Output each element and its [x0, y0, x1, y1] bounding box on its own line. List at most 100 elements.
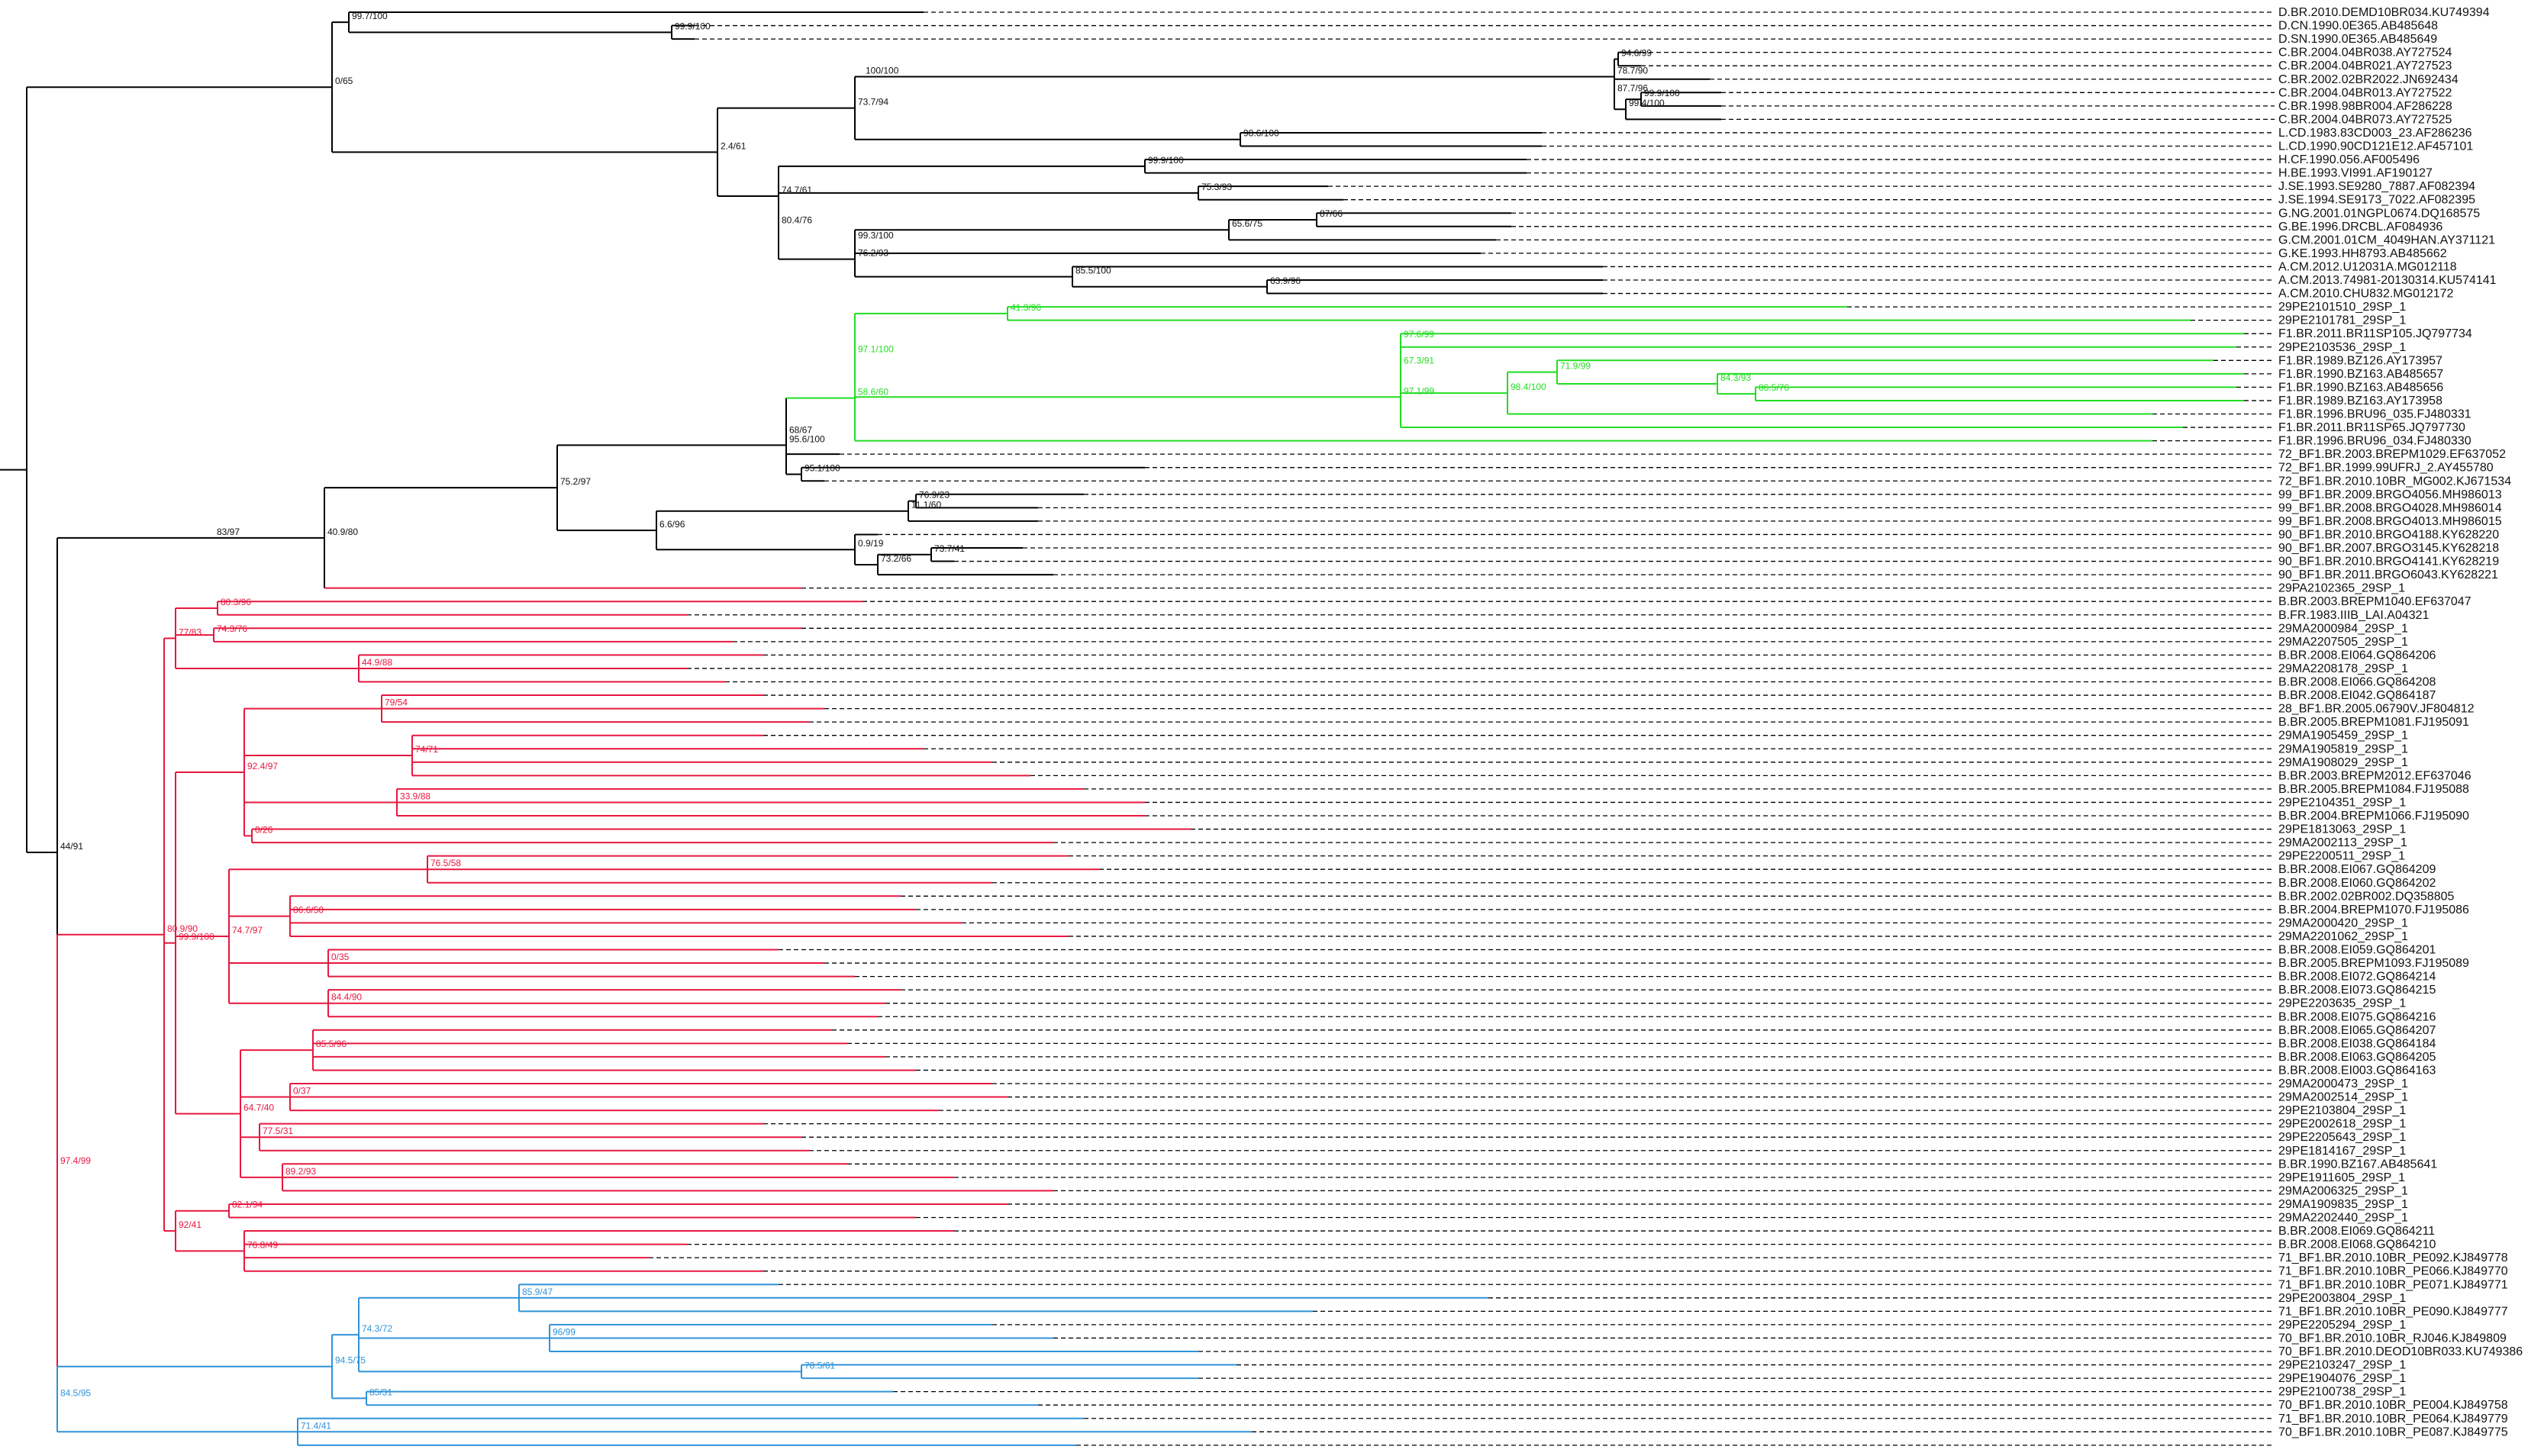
leaf-labels: D.BR.2010.DEMD10BR034.KU749394D.CN.1990.…: [2278, 6, 2523, 1438]
leaf-label: 70_BF1.BR.2010.10BR_PE087.KJ849775: [2278, 1425, 2508, 1438]
support-label: 97.1/100: [858, 344, 894, 355]
support-label: 80.4/76: [782, 214, 812, 225]
leaf-label: J.SE.1993.SE9280_7887.AF082394: [2278, 180, 2475, 193]
tree-branches: [0, 11, 2244, 1446]
leaf-label: 29PE2100738_29SP_1: [2278, 1386, 2406, 1399]
support-label: 0/26: [255, 824, 273, 835]
leaf-label: D.SN.1990.0E365.AB485649: [2278, 33, 2437, 46]
support-label: 100/100: [866, 65, 899, 76]
leaf-label: 29PE1813063_29SP_1: [2278, 823, 2406, 836]
leaf-label: F1.BR.1990.BZ163.AB485657: [2278, 368, 2443, 381]
leaf-label: 29PA2102365_29SP_1: [2278, 582, 2405, 595]
leaf-label: H.CF.1990.056.AF005496: [2278, 153, 2420, 166]
support-label: 86.6/50: [293, 905, 324, 916]
leaf-label: F1.BR.1990.BZ163.AB485656: [2278, 381, 2443, 394]
leaf-label: 29PE2101781_29SP_1: [2278, 314, 2406, 327]
leaf-label: 72_BF1.BR.2010.10BR_MG002.KJ671534: [2278, 475, 2511, 488]
leaf-label: B.BR.2008.EI066.GQ864208: [2278, 676, 2436, 689]
leaf-label: B.BR.1990.BZ167.AB485641: [2278, 1158, 2437, 1171]
support-label: 83/97: [217, 527, 240, 537]
leaf-label: 29PE2203635_29SP_1: [2278, 997, 2406, 1010]
support-label: 76.9/23: [919, 490, 950, 501]
leaf-label: 29MA2201062_29SP_1: [2278, 930, 2408, 943]
leaf-label: 99_BF1.BR.2008.BRGO4013.MH986015: [2278, 515, 2502, 528]
leaf-label: B.BR.2008.EI069.GQ864211: [2278, 1225, 2435, 1238]
support-label: 44/91: [60, 841, 83, 852]
leaf-label: B.BR.2008.EI063.GQ864205: [2278, 1051, 2436, 1064]
leaf-label: D.CN.1990.0E365.AB485648: [2278, 20, 2438, 33]
leaf-label: 29PE2104351_29SP_1: [2278, 796, 2406, 809]
leaf-label: 29MA2000420_29SP_1: [2278, 916, 2408, 929]
leaf-label: 29PE2103804_29SP_1: [2278, 1104, 2406, 1117]
leaf-label: 90_BF1.BR.2011.BRGO6043.KY628221: [2278, 569, 2498, 581]
leaf-label: 29PE1904076_29SP_1: [2278, 1372, 2406, 1385]
leaf-label: 90_BF1.BR.2010.BRGO4141.KY628219: [2278, 556, 2499, 569]
leaf-label: 29MA2002514_29SP_1: [2278, 1091, 2408, 1104]
leaf-label: F1.BR.2011.BR11SP65.JQ797730: [2278, 421, 2465, 434]
leaf-label: B.BR.2008.EI038.GQ864184: [2278, 1037, 2436, 1050]
support-label: 80.3/96: [221, 597, 251, 607]
support-label: 85.5/96: [316, 1039, 347, 1049]
support-label: 99.9/100: [675, 21, 711, 31]
leaf-extension-lines: [649, 11, 2275, 1446]
support-label: 58.6/60: [858, 387, 888, 398]
leaf-label: B.BR.2008.EI067.GQ864209: [2278, 863, 2436, 876]
leaf-label: 71_BF1.BR.2010.10BR_PE064.KJ849779: [2278, 1413, 2508, 1425]
support-label: 97.6/99: [1404, 329, 1434, 340]
leaf-label: 90_BF1.BR.2010.BRGO4188.KY628220: [2278, 528, 2499, 541]
leaf-label: 29PE2103247_29SP_1: [2278, 1359, 2406, 1372]
support-label: 77.5/31: [263, 1126, 293, 1136]
support-label: 0/35: [331, 952, 350, 962]
support-label: 78.5/61: [804, 1360, 835, 1371]
support-label: 99.4/100: [1629, 98, 1665, 108]
support-label: 97.4/99: [60, 1155, 91, 1166]
leaf-label: L.CD.1983.83CD003_23.AF286236: [2278, 127, 2472, 140]
leaf-label: B.BR.2008.EI068.GQ864210: [2278, 1239, 2436, 1251]
support-label: 78.7/90: [1617, 65, 1648, 76]
support-label: 87.7/96: [1617, 82, 1648, 93]
leaf-label: G.CM.2001.01CM_4049HAN.AY371121: [2278, 234, 2495, 246]
leaf-label: B.BR.2004.BREPM1066.FJ195090: [2278, 810, 2469, 823]
support-label: 71.9/99: [1560, 361, 1591, 372]
leaf-label: 29MA2006325_29SP_1: [2278, 1184, 2408, 1197]
support-label: 99.3/100: [858, 230, 894, 241]
support-label: 77/83: [179, 627, 202, 637]
support-label: 98.6/100: [1243, 128, 1279, 139]
support-label: 74/71: [415, 744, 438, 755]
leaf-label: 71_BF1.BR.2010.10BR_PE066.KJ849770: [2278, 1265, 2508, 1278]
leaf-label: C.BR.1998.98BR004.AF286228: [2278, 100, 2452, 113]
support-label: 85/31: [369, 1387, 392, 1397]
support-label: 86.5/76: [1759, 382, 1789, 393]
leaf-label: 71_BF1.BR.2010.10BR_PE071.KJ849771: [2278, 1278, 2508, 1291]
leaf-label: 29MA1905459_29SP_1: [2278, 730, 2408, 742]
support-label: 84.3/93: [1720, 372, 1751, 383]
leaf-label: C.BR.2004.04BR013.AY727522: [2278, 86, 2452, 99]
support-label: 99.9/100: [179, 932, 214, 942]
leaf-label: B.BR.2008.EI042.GQ864187: [2278, 689, 2436, 702]
support-label: 44.9/88: [362, 657, 392, 668]
support-label: 99.7/100: [352, 11, 388, 21]
support-label: 85.5/100: [1075, 266, 1111, 276]
leaf-label: 29PE2101510_29SP_1: [2278, 301, 2406, 314]
support-label: 67.3/91: [1404, 356, 1434, 366]
leaf-label: 29PE2003804_29SP_1: [2278, 1292, 2406, 1305]
support-label: 84.4/90: [331, 992, 362, 1003]
leaf-label: 29PE2002618_29SP_1: [2278, 1118, 2406, 1131]
leaf-label: B.FR.1983.IIIB_LAI.A04321: [2278, 609, 2430, 622]
leaf-label: B.BR.2008.EI075.GQ864216: [2278, 1010, 2436, 1023]
leaf-label: 29MA1909835_29SP_1: [2278, 1198, 2408, 1211]
leaf-label: 29MA2002113_29SP_1: [2278, 836, 2407, 849]
support-label: 74.7/97: [232, 925, 263, 936]
leaf-label: C.BR.2004.04BR021.AY727523: [2278, 60, 2452, 72]
support-label: 94.6/99: [1621, 47, 1652, 58]
support-label: 68/67: [789, 425, 812, 436]
leaf-label: 90_BF1.BR.2007.BRGO3145.KY628218: [2278, 542, 2499, 555]
leaf-label: A.CM.2012.U12031A.MG012118: [2278, 260, 2457, 273]
leaf-label: H.BE.1993.VI991.AF190127: [2278, 167, 2433, 180]
leaf-label: 29PE1911605_29SP_1: [2278, 1171, 2405, 1184]
leaf-label: 72_BF1.BR.2003.BREPM1029.EF637052: [2278, 448, 2506, 461]
leaf-label: 71_BF1.BR.2010.10BR_PE090.KJ849777: [2278, 1305, 2508, 1318]
leaf-label: B.BR.2003.BREPM1040.EF637047: [2278, 595, 2471, 608]
support-label: 80.9/90: [167, 923, 198, 934]
support-label: 75.3/93: [1201, 182, 1232, 192]
